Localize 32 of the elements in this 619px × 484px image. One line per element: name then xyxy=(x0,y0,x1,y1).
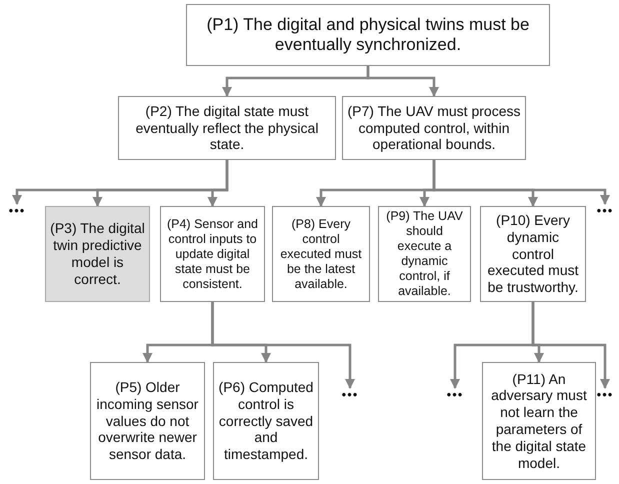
property-box xyxy=(45,206,150,302)
property-box xyxy=(118,96,336,160)
property-text: (P5) Older incoming sensor values do not overwrite newer sensor data. xyxy=(96,379,200,463)
property-text: (P2) The digital state must eventually reflect the physical state. xyxy=(134,102,320,154)
property-box xyxy=(272,206,370,302)
property-text: (P11) An adversary must not learn the parameters of the digital state model. xyxy=(490,370,588,472)
property-box xyxy=(482,362,596,480)
property-text: (P4) Sensor and control inputs to update digital state must be consistent. xyxy=(166,216,260,292)
property-box xyxy=(90,362,205,480)
arrow xyxy=(211,302,355,389)
property-text: (P6) Computed control is correctly saved and timestamped. xyxy=(218,379,314,463)
property-box xyxy=(378,206,471,302)
arrow xyxy=(532,302,610,389)
property-box xyxy=(480,206,586,302)
ellipsis-text: ••• xyxy=(440,388,470,401)
ellipsis-text: ••• xyxy=(335,388,365,401)
property-text: (P8) Every control executed must be the latest available. xyxy=(279,216,363,292)
property-text: (P1) The digital and physical twins must be eventually synchronized. xyxy=(206,14,530,56)
arrow xyxy=(366,66,439,97)
property-text: (P9) The UAV should execute a dynamic control, if available. xyxy=(385,209,464,299)
property-text: (P10) Every dynamic control executed must be trustworthy. xyxy=(486,212,580,296)
property-box xyxy=(342,96,526,160)
property-box xyxy=(160,206,265,302)
ellipsis-text: ••• xyxy=(593,204,617,217)
ellipsis-text: ••• xyxy=(2,204,32,217)
ellipsis-text: ••• xyxy=(593,388,617,401)
property-box xyxy=(186,4,550,66)
arrow xyxy=(432,160,610,205)
property-text: (P7) The UAV must process computed control, within operational bounds. xyxy=(347,102,521,154)
property-box xyxy=(213,362,319,480)
property-text: (P3) The digital twin predictive model is correct. xyxy=(50,220,145,288)
arrow xyxy=(208,160,228,207)
